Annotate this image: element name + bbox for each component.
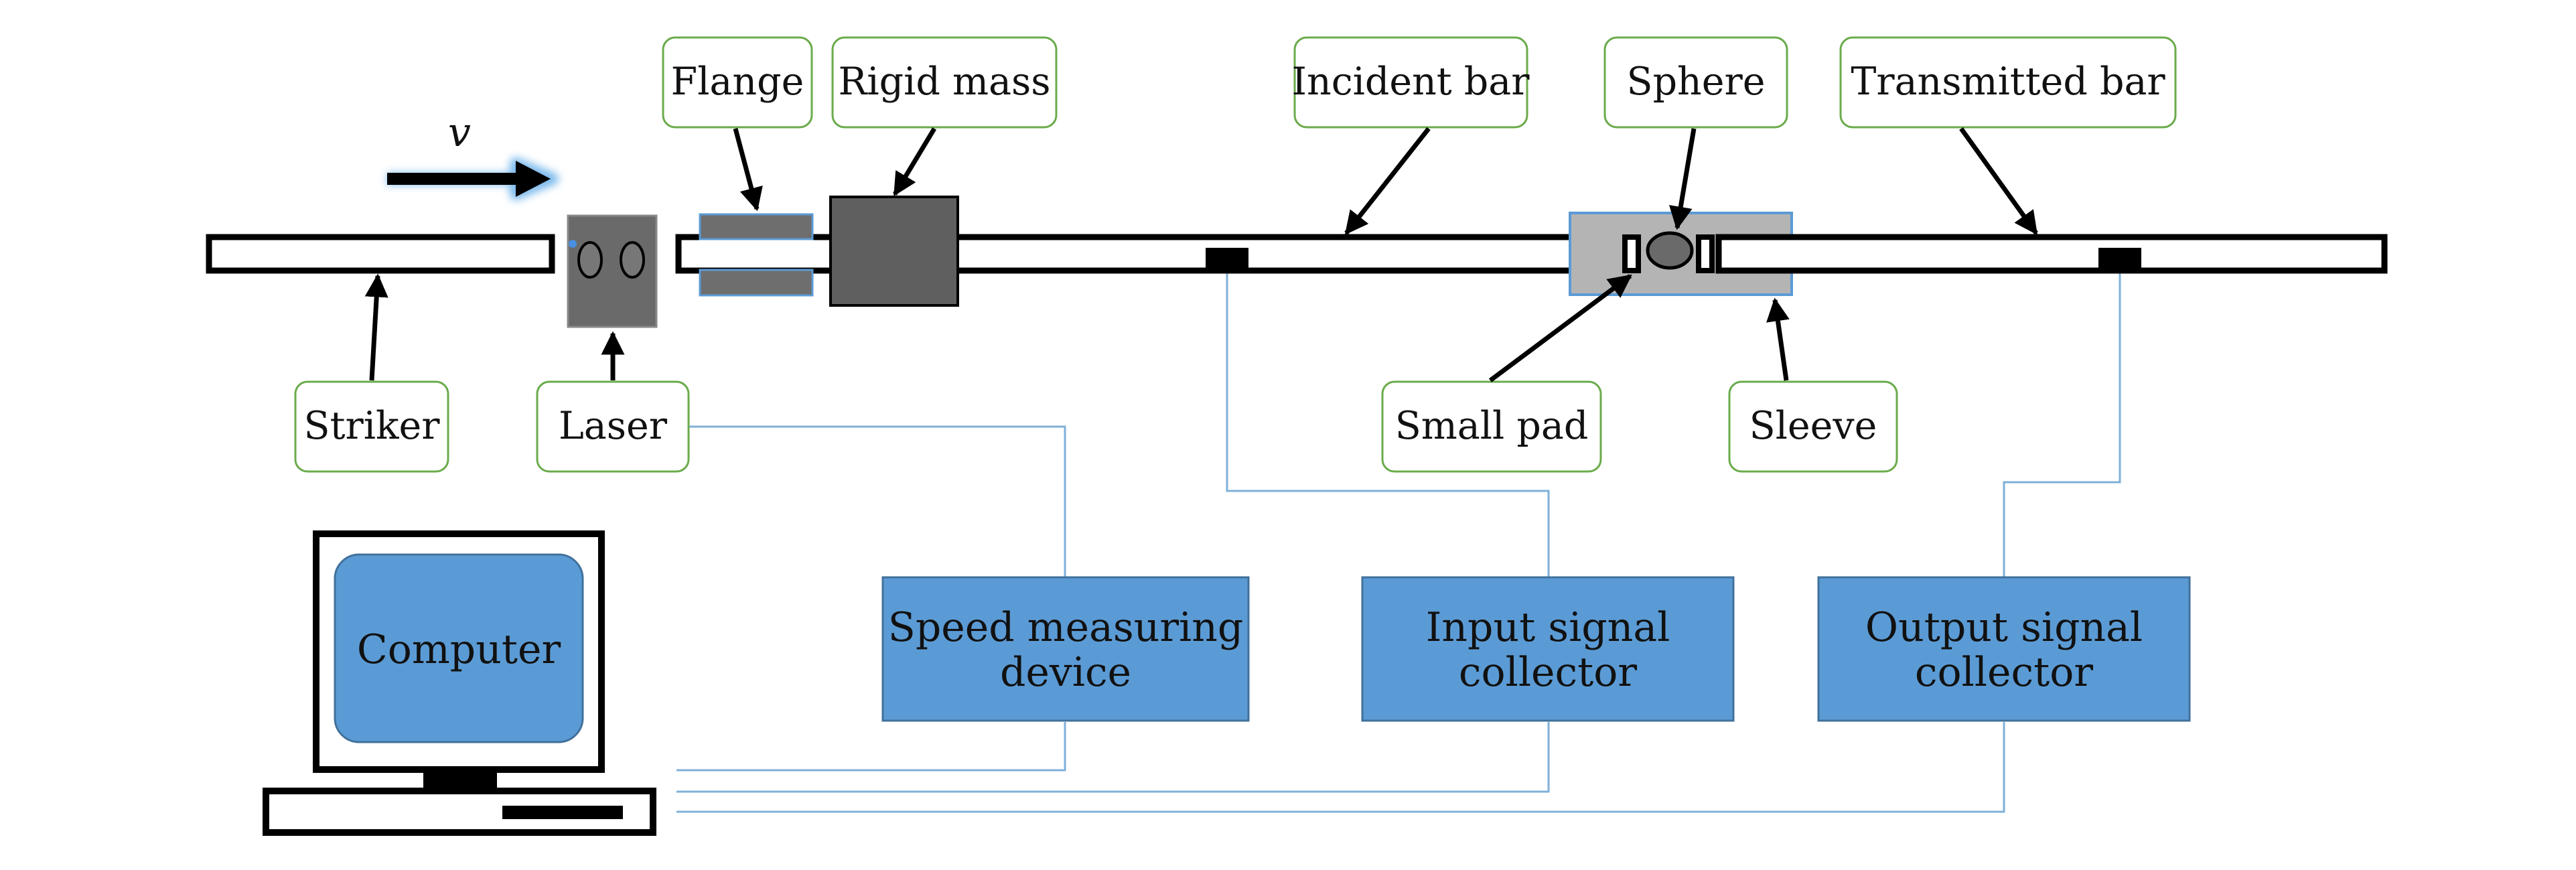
label-small-pad: Small pad [1381, 380, 1602, 473]
sphere-leader [1668, 128, 1697, 230]
velocity-arrow: v [387, 109, 559, 200]
svg-text:Sphere: Sphere [1627, 60, 1766, 104]
svg-text:Sleeve: Sleeve [1749, 404, 1877, 448]
velocity-label: v [448, 109, 471, 156]
svg-text:Input signal: Input signal [1426, 604, 1670, 651]
incident-strain-gauge [1206, 248, 1248, 268]
small-pad-leader [1488, 274, 1632, 382]
sphere-specimen [1646, 231, 1694, 270]
label-sphere: Sphere [1603, 36, 1788, 129]
computer-drive-slot [502, 806, 623, 819]
flange-upper [699, 213, 814, 240]
label-rigid-mass: Rigid mass [831, 36, 1058, 129]
input-signal-collector: Input signal collector [1361, 576, 1735, 722]
transmitted-gauge-wire [2003, 271, 2121, 577]
speed-measuring-device: Speed measuring device [881, 576, 1250, 722]
label-sleeve: Sleeve [1728, 380, 1898, 473]
svg-text:Incident bar: Incident bar [1291, 60, 1530, 104]
striker-leader [364, 273, 388, 381]
label-laser: Laser [536, 380, 690, 473]
sleeve-leader [1766, 297, 1790, 381]
computer-stand [423, 770, 497, 791]
laser-device [567, 214, 658, 328]
svg-text:Laser: Laser [559, 404, 668, 448]
label-transmitted-bar: Transmitted bar [1839, 36, 2177, 129]
svg-text:Speed measuring: Speed measuring [888, 604, 1244, 651]
striker-bar [206, 234, 555, 274]
small-pad-right [1696, 234, 1715, 273]
svg-text:collector: collector [1459, 649, 1637, 696]
label-incident-bar: Incident bar [1291, 36, 1530, 129]
leader-arrows [364, 127, 2038, 382]
transmitted-bar-leader [1959, 127, 2038, 235]
transmitted-strain-gauge [2098, 248, 2141, 268]
input-to-computer-wire [676, 722, 1550, 793]
svg-text:Striker: Striker [304, 404, 441, 448]
svg-text:Output signal: Output signal [1865, 604, 2143, 651]
computer-screen [334, 553, 584, 743]
transmitted-bar-rod [1715, 234, 2388, 274]
label-striker: Striker [294, 380, 449, 473]
flange-lower [699, 269, 814, 297]
laser-wire [689, 425, 1066, 577]
flange-leader [733, 128, 763, 212]
small-pad-left [1622, 234, 1641, 273]
speed-to-computer-wire [676, 722, 1066, 772]
svg-text:Small pad: Small pad [1395, 404, 1589, 448]
incident-gauge-wire [1226, 271, 1550, 577]
computer: Computer [263, 530, 656, 836]
output-to-computer-wire [676, 722, 2005, 813]
svg-text:collector: collector [1915, 649, 2093, 696]
signal-wires [676, 271, 2121, 813]
incident-bar-rod [675, 234, 1638, 274]
computer-label: Computer [357, 626, 561, 673]
svg-text:Flange: Flange [671, 60, 804, 104]
output-signal-collector: Output signal collector [1817, 576, 2191, 722]
incident-bar-leader [1344, 127, 1431, 235]
rigid-mass-leader [893, 127, 936, 196]
svg-text:device: device [1000, 649, 1131, 696]
svg-text:Transmitted bar: Transmitted bar [1851, 60, 2165, 104]
label-flange: Flange [662, 36, 813, 129]
svg-text:Rigid mass: Rigid mass [838, 60, 1050, 104]
rigid-mass-block [829, 196, 959, 307]
